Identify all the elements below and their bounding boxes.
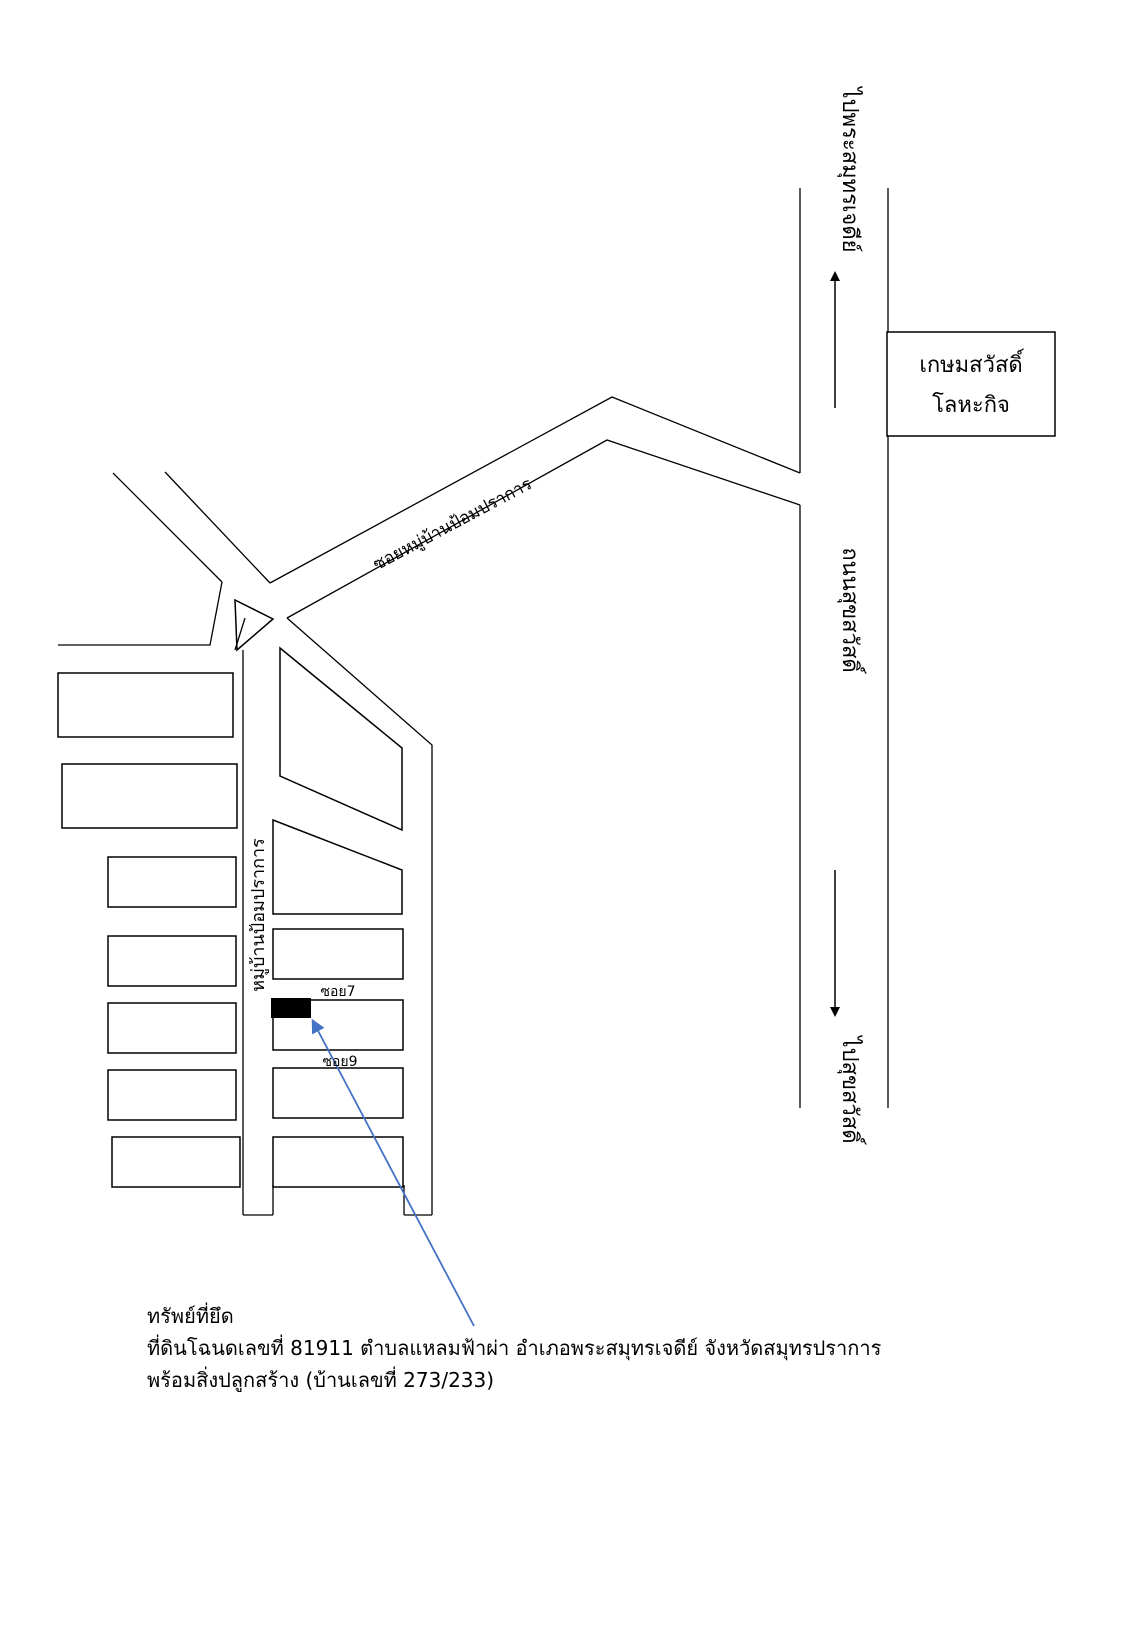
right-plots xyxy=(272,646,404,1188)
plot-right-6 xyxy=(272,1136,404,1188)
plot-right-5 xyxy=(272,1067,404,1119)
seized-property-marker xyxy=(271,998,311,1018)
caption-title: ทรัพย์ที่ยึด xyxy=(147,1304,234,1328)
caption-line1: ที่ดินโฉนดเลขที่ 81911 ตำบลแหลมฟ้าผ่า อำ… xyxy=(147,1336,882,1360)
diagonal-roads xyxy=(58,471,271,651)
village-road-right-edge xyxy=(286,617,433,1215)
left-plots xyxy=(57,672,241,1188)
store-sign-line2: โลหะกิจ xyxy=(932,392,1010,418)
plot-left-1 xyxy=(57,672,234,738)
soi-9-label: ซอย9 xyxy=(322,1054,357,1070)
plot-left-6 xyxy=(107,1069,237,1121)
plot-left-7 xyxy=(111,1136,241,1188)
plot-left-4 xyxy=(107,935,237,987)
left-road-edge xyxy=(58,581,223,646)
plot-right-4 xyxy=(272,999,404,1051)
plot-right-1 xyxy=(279,646,403,832)
soi-road xyxy=(269,396,801,619)
plot-right-2 xyxy=(272,818,403,915)
diagonal-road-edge-2 xyxy=(164,471,271,584)
soi-7-label: ซอย7 xyxy=(320,984,355,1000)
plot-left-5 xyxy=(107,1002,237,1054)
store-sign-box xyxy=(886,331,1056,437)
village-roads xyxy=(242,617,433,1216)
plot-right-3 xyxy=(272,928,404,980)
main-road-name-label: ถนนสุขสวัสดิ์ xyxy=(837,547,866,675)
soi-road-upper-edge xyxy=(269,396,801,584)
village-label: หมู่บ้านป้อมปราการ xyxy=(248,838,269,992)
plot-left-2 xyxy=(61,763,238,829)
caption-line2: พร้อมสิ่งปลูกสร้าง (บ้านเลขที่ 273/233) xyxy=(147,1368,495,1392)
soi-road-label: ซอยหมู่บ้านป้อมปราการ xyxy=(370,474,535,575)
caption: ทรัพย์ที่ยึด ที่ดินโฉนดเลขที่ 81911 ตำบล… xyxy=(147,1300,1087,1396)
roundabout-triangle xyxy=(234,598,275,652)
plot-left-3 xyxy=(107,856,237,908)
pointer-arrow xyxy=(311,1018,475,1327)
soi-road-lower-edge xyxy=(286,439,801,619)
diagonal-road-edge-1 xyxy=(112,472,223,583)
direction-south-label: ไปสุขสวัสดิ์ xyxy=(837,1035,866,1146)
direction-north-label: ไปพระสมุทรเจดีย์ xyxy=(837,86,863,253)
store-sign-line1: เกษมสวัสดิ์ xyxy=(919,349,1025,378)
